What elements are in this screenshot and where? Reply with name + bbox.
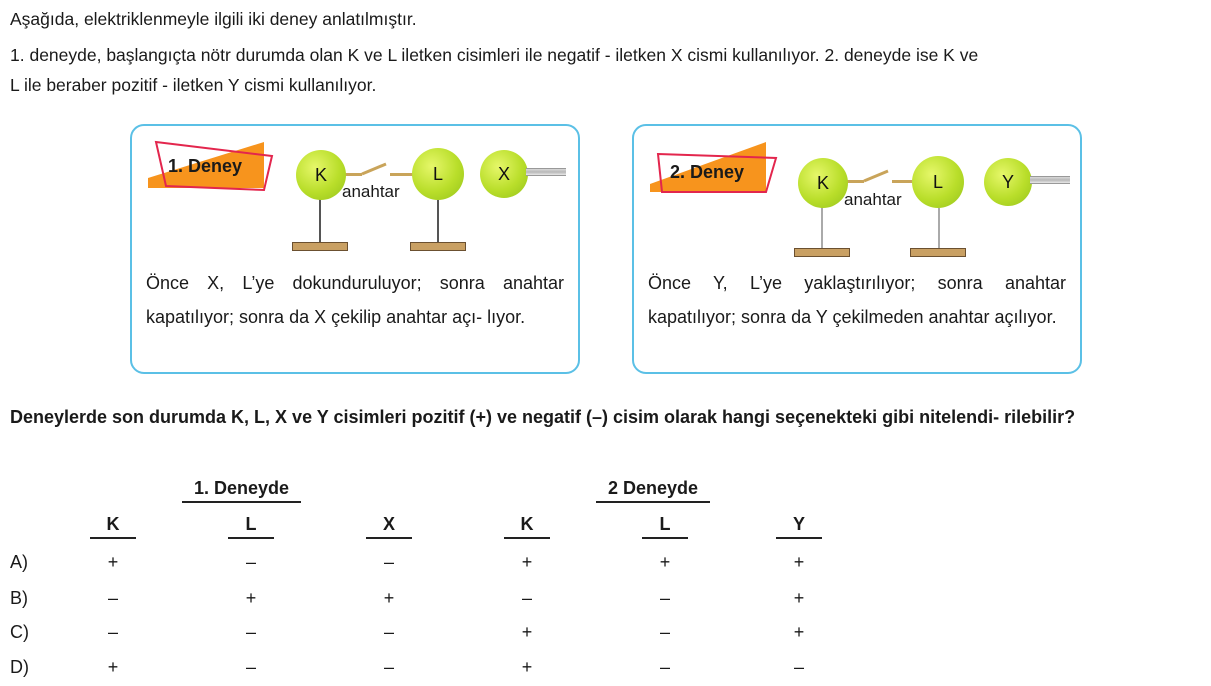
- experiment-2-box: 2. Deney anahtar K L Y Önce Y, L’ye yakl…: [632, 124, 1082, 374]
- switch-label-2: anahtar: [844, 190, 902, 209]
- base-l-1: [410, 242, 466, 251]
- option-b-cell: +: [383, 588, 395, 608]
- experiment-2-title: 2. Deney: [670, 162, 745, 182]
- option-c-cell: +: [793, 622, 805, 642]
- wire-k-2: [842, 180, 864, 183]
- option-a-label[interactable]: A): [10, 552, 28, 572]
- intro-line-2: 1. deneyde, başlangıçta nötr durumda ola…: [10, 45, 979, 65]
- experiment-1-tag-shape: [148, 140, 274, 192]
- rod-x-1: [526, 168, 566, 176]
- option-b-cell: +: [245, 588, 257, 608]
- option-c-cell: +: [521, 622, 533, 642]
- option-a-cell: +: [659, 552, 671, 572]
- option-a-cell: +: [793, 552, 805, 572]
- stand-l-1: [437, 200, 439, 242]
- option-c-label[interactable]: C): [10, 622, 29, 642]
- column-header-l-1: L: [228, 514, 274, 539]
- option-d-label[interactable]: D): [10, 657, 29, 677]
- ball-x-1: X: [480, 150, 528, 198]
- column-header-y-2: Y: [776, 514, 822, 539]
- ball-y-2: Y: [984, 158, 1032, 206]
- ball-l-1: L: [412, 148, 464, 200]
- option-c-cell: –: [245, 622, 256, 642]
- wire-l-2: [892, 180, 918, 183]
- option-b-cell: –: [107, 588, 118, 608]
- rod-y-2: [1030, 176, 1070, 184]
- option-b-cell: –: [659, 588, 670, 608]
- base-k-2: [794, 248, 850, 257]
- option-d-cell: –: [793, 657, 804, 677]
- stand-k-2: [821, 206, 823, 248]
- option-b-cell: +: [793, 588, 805, 608]
- option-a-cell: –: [383, 552, 394, 572]
- ball-l-2: L: [912, 156, 964, 208]
- ball-k-1: K: [296, 150, 346, 200]
- option-b-label[interactable]: B): [10, 588, 28, 608]
- wire-k-1: [340, 173, 362, 176]
- switch-icon: [361, 162, 387, 176]
- option-d-cell: +: [521, 657, 533, 677]
- option-d-cell: –: [383, 657, 394, 677]
- question-text: Deneylerde son durumda K, L, X ve Y cisi…: [10, 407, 1076, 427]
- switch-label-1: anahtar: [342, 182, 400, 201]
- base-k-1: [292, 242, 348, 251]
- group-title-experiment-1: 1. Deneyde: [182, 478, 302, 503]
- option-c-cell: –: [383, 622, 394, 642]
- stand-l-2: [938, 208, 940, 248]
- group-title-experiment-2: 2 Deneyde: [596, 478, 711, 503]
- experiment-1-description: Önce X, L’ye dokunduruluyor; sonra anaht…: [146, 273, 564, 327]
- option-d-cell: –: [659, 657, 670, 677]
- ball-k-2: K: [798, 158, 848, 208]
- switch-icon: [863, 169, 889, 183]
- experiment-1-box: 1. Deney anahtar K L X Önce X, L’ye doku…: [130, 124, 580, 374]
- stand-k-1: [319, 198, 321, 242]
- intro-line-3: L ile beraber pozitif - iletken Y cismi …: [10, 75, 377, 95]
- option-c-cell: –: [659, 622, 670, 642]
- base-l-2: [910, 248, 966, 257]
- option-a-cell: +: [521, 552, 533, 572]
- option-a-cell: –: [245, 552, 256, 572]
- column-header-k-2: K: [504, 514, 550, 539]
- intro-line-1: Aşağıda, elektriklenmeyle ilgili iki den…: [10, 9, 417, 29]
- option-c-cell: –: [107, 622, 118, 642]
- wire-l-1: [390, 173, 418, 176]
- column-header-x-1: X: [366, 514, 412, 539]
- experiment-1-title: 1. Deney: [168, 156, 243, 176]
- experiment-2-tag-shape: [650, 142, 778, 193]
- option-d-cell: +: [107, 657, 119, 677]
- option-a-cell: +: [107, 552, 119, 572]
- experiment-2-description: Önce Y, L’ye yaklaştırılıyor; sonra anah…: [648, 273, 1066, 327]
- option-b-cell: –: [521, 588, 532, 608]
- column-header-l-2: L: [642, 514, 688, 539]
- column-header-k-1: K: [90, 514, 136, 539]
- option-d-cell: –: [245, 657, 256, 677]
